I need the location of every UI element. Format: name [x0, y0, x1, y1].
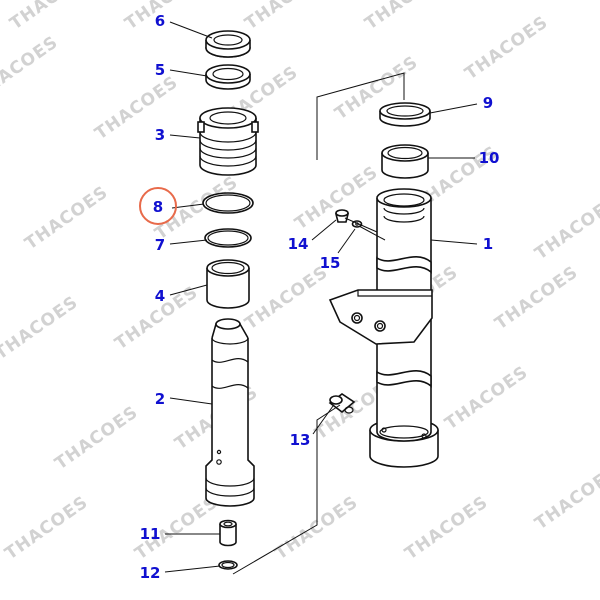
part-5-ring[interactable]	[205, 64, 251, 90]
part-1-housing[interactable]	[328, 188, 439, 468]
callout-8[interactable]: 8	[153, 198, 163, 216]
callout-3[interactable]: 3	[155, 126, 165, 144]
callout-4[interactable]: 4	[155, 287, 165, 305]
callout-6[interactable]: 6	[155, 12, 165, 30]
watermark-text: THACOES	[91, 72, 182, 144]
callout-labels: 6 5 3 8 7 4 2 11 12 9 10 1 14 15 13	[140, 12, 500, 582]
callout-7[interactable]: 7	[155, 236, 165, 254]
watermark-text: THACOES	[6, 0, 97, 34]
watermark-text: THACOES	[241, 262, 332, 334]
watermark-text: THACOES	[241, 0, 332, 34]
callout-15[interactable]: 15	[320, 254, 341, 272]
watermark-text: THACOES	[0, 292, 82, 364]
watermark-text: THACOES	[401, 492, 492, 564]
callout-9[interactable]: 9	[483, 94, 493, 112]
watermark-text: THACOES	[361, 0, 452, 34]
part-11-plug[interactable]	[219, 519, 237, 547]
callout-8-highlight-ring	[139, 187, 177, 225]
watermark-text: THACOES	[461, 12, 552, 84]
part-8-o-ring[interactable]	[202, 192, 254, 214]
watermark-text: THACOES	[491, 262, 582, 334]
watermark-text: THACOES	[51, 402, 142, 474]
watermark-text: THACOES	[441, 362, 532, 434]
part-12-snap-ring[interactable]	[218, 560, 238, 570]
part-14-bolt[interactable]	[334, 209, 350, 223]
callout-13[interactable]: 13	[290, 431, 311, 449]
watermark-text: THACOES	[531, 192, 600, 264]
callout-11[interactable]: 11	[140, 525, 161, 543]
callout-14[interactable]: 14	[288, 235, 309, 253]
part-4-sleeve[interactable]	[206, 259, 250, 309]
watermark-text: THACOES	[1, 492, 92, 564]
part-3-bushing[interactable]	[197, 107, 259, 176]
callout-1[interactable]: 1	[483, 235, 493, 253]
callout-5[interactable]: 5	[155, 61, 165, 79]
part-6-seal[interactable]	[205, 30, 251, 58]
watermark-text: THACOES	[0, 32, 62, 104]
watermark-text: THACOES	[531, 462, 600, 534]
watermark-text: THACOES	[121, 0, 212, 34]
part-7-o-ring[interactable]	[204, 228, 252, 248]
watermark-text: THACOES	[21, 182, 112, 254]
watermark-text: THACOES	[291, 162, 382, 234]
callout-2[interactable]: 2	[155, 390, 165, 408]
callout-10[interactable]: 10	[479, 149, 500, 167]
leader-lines	[164, 21, 478, 573]
part-10-bushing[interactable]	[381, 144, 429, 179]
part-9-ring[interactable]	[379, 102, 431, 127]
callout-12[interactable]: 12	[140, 564, 161, 582]
part-2-shaft[interactable]	[205, 318, 255, 507]
